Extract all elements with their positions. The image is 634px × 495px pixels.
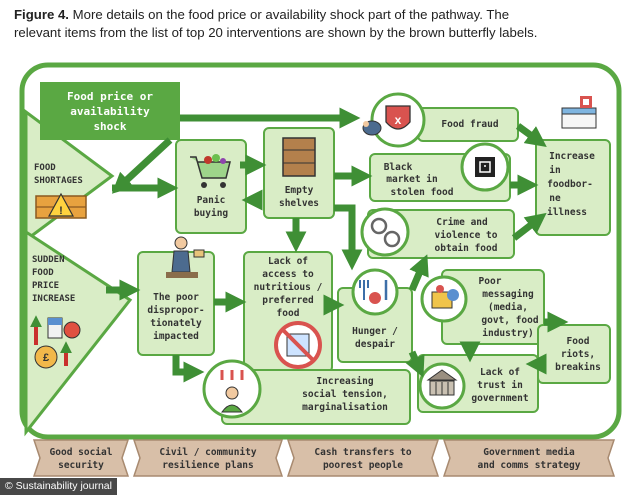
panic-line1: Panic [197,195,226,206]
figure-caption: Figure 4. More details on the food price… [14,6,624,42]
trust-line2: trust in [477,380,523,391]
butterfly1-line2: security [58,460,104,471]
panic-buying-box [175,139,247,234]
shelves-icon [282,137,316,177]
arrow-hunger-to-crime [408,254,429,292]
lack-line2: access to [262,269,314,280]
price-increase-line1: SUDDEN [32,255,65,265]
food-shock-line1: Food price or [67,90,153,103]
arrow-crime-to-illness [511,212,547,241]
arrow-fraud-to-illness [515,123,547,147]
riots-line2: riots, [561,349,595,360]
hunger-icon [351,268,399,316]
handcuffs-icon [360,207,410,257]
butterfly4-line1: Government media [483,447,575,458]
food-shock-line3: shock [93,120,126,133]
illness-line4: ne [549,193,561,204]
panic-line2: buying [194,208,229,219]
msg-line3: (media, [488,302,528,313]
arrow-empty-to-hunger [334,204,363,271]
fraud-text: Food fraud [441,119,498,130]
msg-line5: industry) [482,328,533,339]
poor-line4: impacted [153,331,199,342]
lack-line4: preferred [262,295,314,306]
hunger-line1: Hunger / [352,326,398,337]
thief-icon [362,120,382,136]
price-increase-line3: PRICE [32,281,59,291]
tension-line1: Increasing [316,376,373,387]
caption-label: Figure 4. [14,7,69,22]
butterfly3-line1: Cash transfers to [314,447,412,458]
price-increase-line2: FOOD [32,268,54,278]
price-increase-line4: INCREASE [32,294,75,304]
photo-credit: © Sustainability journal [0,478,117,495]
arrow-hunger-to-trust [405,350,425,378]
trust-line3: government [471,393,528,404]
riots-line3: breakins [555,362,601,373]
lack-line3: nutritious / [254,282,323,293]
food-shock-box [40,82,180,140]
warning-barrier-icon: ! [35,192,87,219]
illness-line3: foodbor- [547,179,593,190]
no-food-icon [274,321,322,369]
butterfly-civil-resilience [132,439,284,477]
svg-text:!: ! [59,205,63,217]
butterfly4-line2: and comms strategy [478,460,581,471]
butterfly-social-security [32,439,130,477]
social-tension-icon [202,359,262,419]
tension-line2: social tension, [302,389,388,400]
government-building-icon [418,362,466,410]
poor-line1: The poor [153,292,199,303]
crime-line1: Crime and [436,217,488,228]
msg-line2: messaging [482,289,534,300]
butterfly3-line2: poorest people [323,460,403,471]
butterfly-gov-media [442,439,616,477]
butterfly2-line2: resilience plans [162,460,254,471]
food-shortages-line1: FOOD [34,163,56,173]
poor-person-icon [166,236,205,278]
tension-line3: marginalisation [302,402,388,413]
svg-text:£: £ [43,352,49,364]
black-line3: stolen food [391,187,454,198]
butterfly-cash-transfers [286,439,440,477]
msg-line1: Poor [479,276,502,287]
lack-line5: food [277,308,300,319]
poor-line3: tionately [150,318,202,329]
illness-line2: in [549,165,560,176]
shopping-cart-icon [190,154,231,188]
price-rise-icons: £ [30,315,81,369]
illness-line1: Increase [549,151,595,162]
black-line1: Black [384,162,413,173]
empty-line1: Empty [285,185,314,196]
messaging-icon [420,275,468,323]
lack-line1: Lack of [268,256,308,267]
arrow-poor-to-tension [172,355,205,383]
shield-fraud-icon: x [370,92,426,148]
riots-line1: Food [567,336,590,347]
poor-line2: dispropor- [147,305,204,316]
hunger-line2: despair [355,339,395,350]
hospital-icon [561,96,597,129]
food-shortages-line2: SHORTAGES [34,176,83,186]
black-market-icon [460,142,510,192]
illness-line5: illness [547,207,587,218]
caption-text-line2: relevant items from the list of top 20 i… [14,25,538,40]
arrow-shock-to-shortages [111,137,173,194]
food-shock-line2: availability [70,105,150,118]
empty-line2: shelves [279,198,319,209]
svg-text:x: x [395,113,402,127]
msg-line4: govt, food [481,315,538,326]
trust-line1: Lack of [480,367,520,378]
black-line2: market in [386,174,437,185]
caption-text-line1: More details on the food price or availa… [72,7,510,22]
butterfly2-line1: Civil / community [159,447,257,458]
crime-line2: violence to [435,230,498,241]
butterfly1-line1: Good social [50,447,113,458]
crime-line3: obtain food [435,243,498,254]
